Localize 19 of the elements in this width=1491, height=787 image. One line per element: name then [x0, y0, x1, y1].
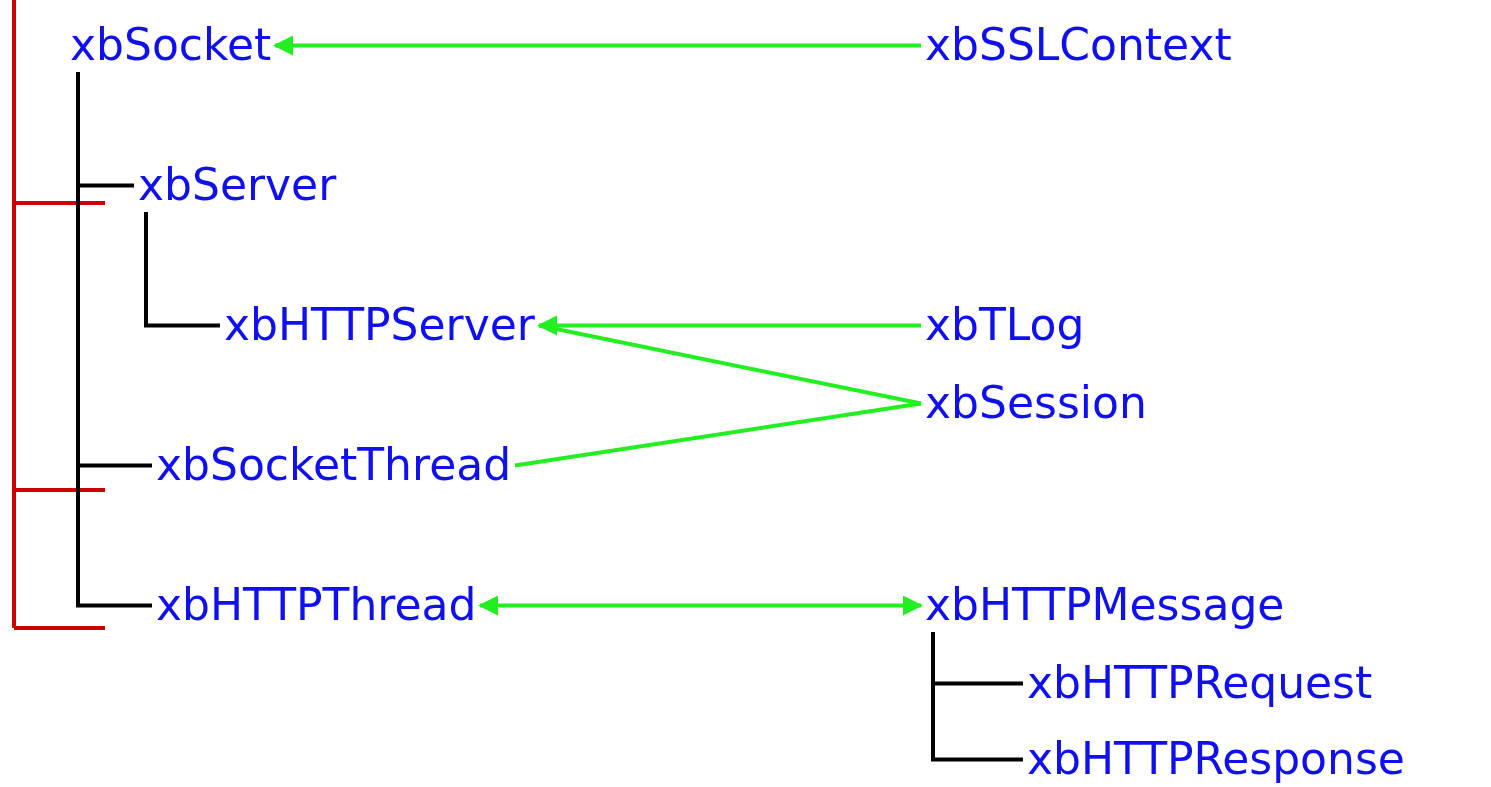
connector-line	[931, 632, 1023, 762]
class-name-label: xbHTTPThread	[156, 579, 477, 632]
connector-line	[514, 401, 922, 468]
class-name-label: xbSocketThread	[156, 439, 512, 492]
class-name-label: xbServer	[138, 159, 337, 212]
class-name-label: xbSession	[925, 377, 1147, 430]
class-name-label: xbHTTPRequest	[1027, 657, 1373, 710]
connector-line	[76, 72, 152, 608]
class-name-label: xbHTTPResponse	[1027, 733, 1405, 786]
class-name-label: xbTLog	[925, 299, 1085, 352]
arrow	[537, 315, 921, 336]
class-name-label: xbSSLContext	[925, 19, 1232, 72]
connector-line	[538, 323, 922, 406]
arrow	[478, 595, 923, 616]
arrow	[273, 35, 921, 56]
connector-line	[144, 212, 220, 328]
class-name-label: xbSocket	[70, 19, 272, 72]
class-name-label: xbHTTPMessage	[925, 579, 1285, 632]
class-name-label: xbHTTPServer	[224, 299, 535, 352]
